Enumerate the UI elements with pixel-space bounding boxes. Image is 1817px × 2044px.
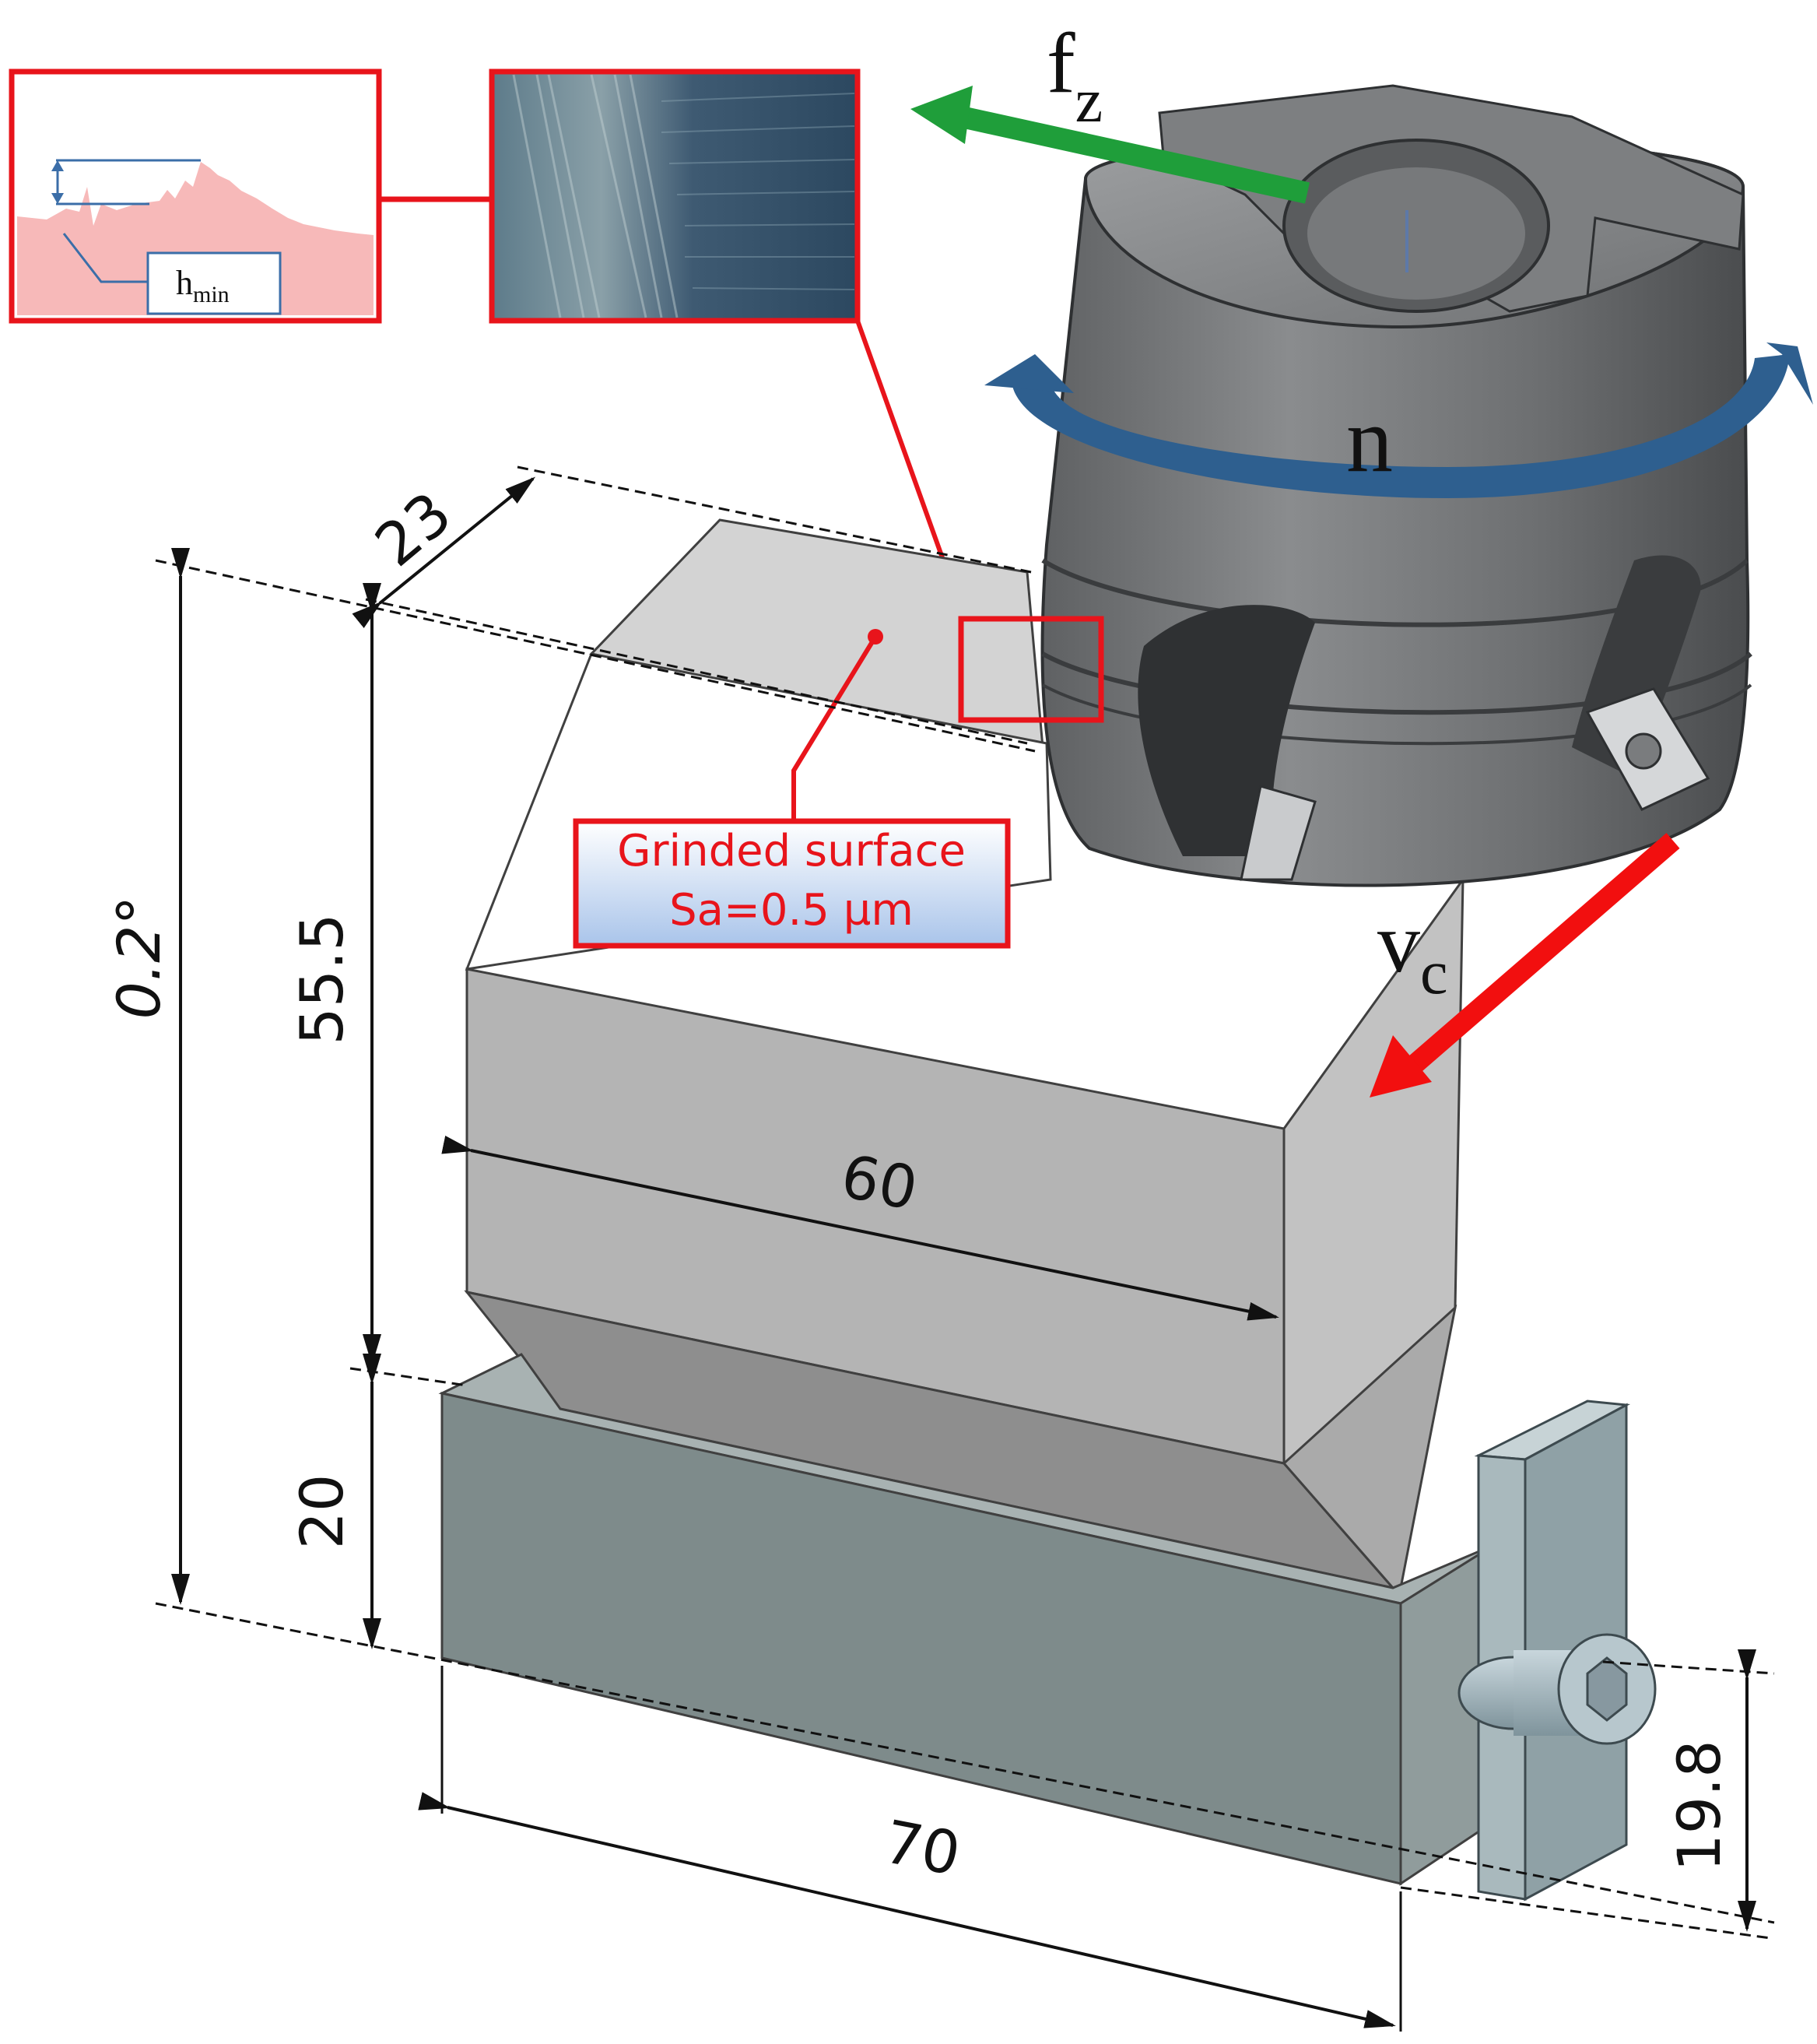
roughness-profile (17, 162, 374, 315)
width-dimension-top: 60 (836, 1141, 923, 1224)
height-dimension-top: 55.5 (287, 913, 356, 1045)
bolt (1457, 1633, 1657, 1745)
milling-cutter (984, 84, 1813, 887)
width-dimension-base: 70 (879, 1807, 966, 1889)
spindle-speed-label: n (1346, 388, 1393, 491)
surface-profile-inset: hmin (9, 68, 382, 324)
cutting-speed-arrow (1370, 833, 1680, 1098)
feed-per-tooth-label: fz (1047, 16, 1103, 135)
height-dimension-base: 20 (287, 1474, 356, 1550)
depth-dimension: 23 (362, 479, 464, 580)
callout-line-1: Grinded surface (617, 826, 966, 876)
grinded-surface-callout: Grinded surface Sa=0.5 µm (573, 629, 1011, 949)
dimension-arrows (171, 476, 1756, 2028)
angle-dimension: 0.2° (104, 896, 174, 1020)
clamp (1457, 1400, 1657, 1902)
cutting-insert (1585, 687, 1710, 811)
zoom-region-marker (958, 616, 1104, 723)
micrograph-inset (489, 68, 861, 324)
rotation-arrow (1012, 354, 1790, 498)
clamp-height-dimension: 19.8 (1664, 1740, 1734, 1871)
callout-line-2: Sa=0.5 µm (669, 885, 914, 936)
cutting-insert (1240, 785, 1317, 881)
hmin-label-box (146, 251, 282, 315)
cutting-speed-label: vc (1377, 895, 1448, 1007)
hmin-label: hmin (176, 264, 230, 307)
feed-arrow (910, 86, 1310, 204)
